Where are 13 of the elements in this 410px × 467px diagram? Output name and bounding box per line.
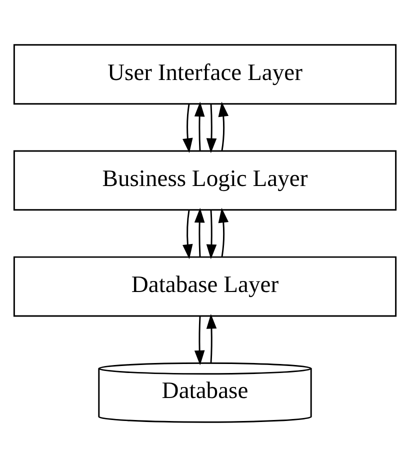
node-box: Business Logic Layer	[13, 150, 397, 211]
arrow	[182, 210, 193, 260]
arrow	[194, 316, 205, 366]
arrow	[206, 314, 217, 364]
node-box: Database Layer	[13, 256, 397, 317]
arrow	[194, 208, 205, 257]
arrow	[194, 102, 205, 151]
arrow	[218, 208, 229, 258]
node-box: User Interface Layer	[13, 44, 397, 105]
arrow	[206, 210, 217, 260]
arrow	[182, 104, 193, 154]
arrow	[206, 104, 217, 154]
arrow	[218, 102, 229, 151]
